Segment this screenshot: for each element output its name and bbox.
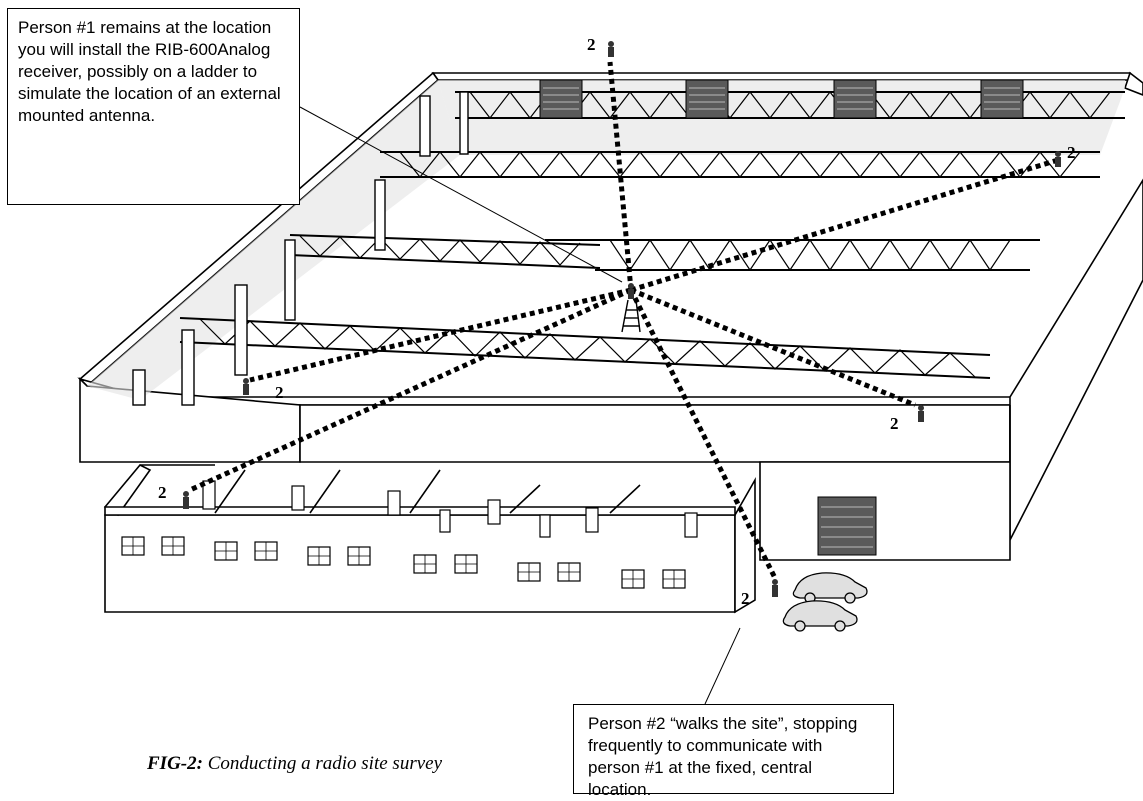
person-2-icon-mid-right: [918, 405, 924, 422]
office-doors: [202, 480, 698, 538]
parked-cars: [782, 572, 868, 632]
label-2-office: 2: [158, 483, 167, 502]
callout-person-2-text: Person #2 “walks the site”, stopping fre…: [588, 714, 858, 799]
ladder: [621, 299, 641, 333]
person-1-icon: [628, 283, 634, 299]
person-2-icon-left: [243, 378, 249, 395]
person-2-icon-top: [608, 41, 614, 57]
figure-caption-label: FIG-2:: [147, 753, 203, 774]
garage-doors: [539, 79, 1024, 556]
callout-person-1-text: Person #1 remains at the location you wi…: [18, 18, 281, 125]
label-2-left: 2: [275, 383, 284, 402]
person-2-icon-office: [183, 491, 189, 509]
label-2-top: 2: [587, 35, 596, 54]
person-2-icon-parking: [772, 579, 778, 597]
figure-caption-text: Conducting a radio site survey: [207, 753, 443, 774]
office-partitions: [140, 464, 641, 514]
callout-person-1: Person #1 remains at the location you wi…: [7, 8, 300, 205]
label-2-parking: 2: [741, 589, 750, 608]
label-2-mid-right: 2: [890, 414, 899, 433]
callout-leaders: [299, 106, 741, 705]
person-2-icon-right: [1055, 151, 1061, 167]
label-2-right: 2: [1067, 143, 1076, 162]
callout-person-2: Person #2 “walks the site”, stopping fre…: [573, 704, 894, 799]
person-2-labels: 2 2 2 2 2 2: [158, 35, 1076, 608]
garage-door-slats: [543, 87, 1020, 548]
wall-columns: [132, 91, 469, 406]
figure-caption: FIG-2: Conducting a radio site survey: [147, 753, 442, 775]
survey-paths: [188, 61, 1059, 580]
office-window-panes: [122, 537, 685, 588]
person-figures: [183, 41, 1061, 597]
